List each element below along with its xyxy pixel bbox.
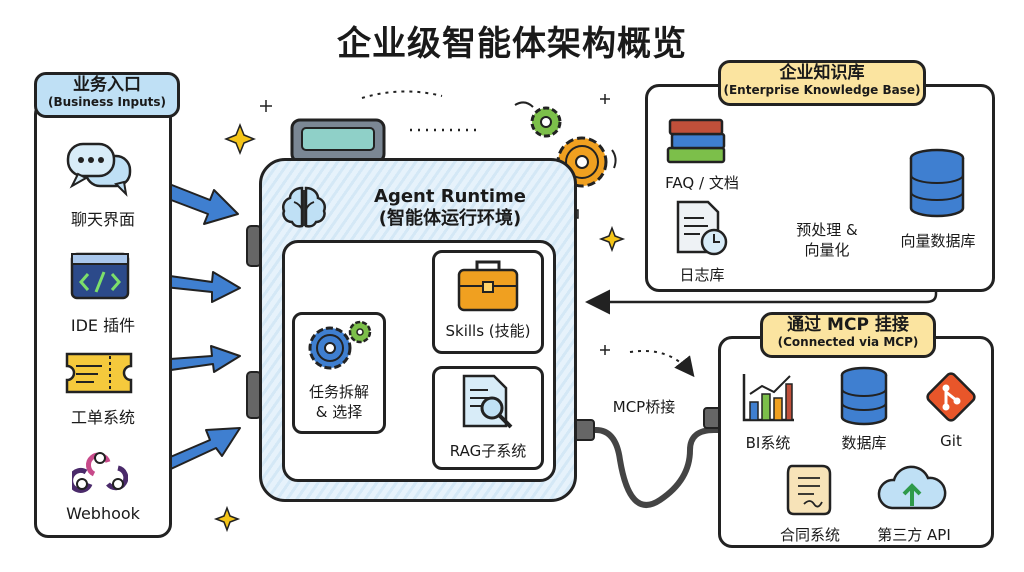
scroll-icon [786,464,832,516]
brain-icon [282,186,326,228]
ticket-icon [65,352,133,394]
mcp-item-contract: 合同系统 [779,526,840,544]
mcp-item-git: Git [940,432,962,450]
business-inputs-title: 业务入口 [73,75,141,95]
task-label-line2: & 选择 [315,403,363,421]
input-label-webhook: Webhook [66,504,140,523]
faq-docs-label: FAQ / 文档 [665,174,739,192]
chat-bubbles-icon [66,142,132,197]
mcp-bridge-label: MCP桥接 [612,398,676,416]
runtime-title: Agent Runtime [374,186,526,207]
document-search-icon [462,374,513,429]
git-icon [926,372,976,422]
vector-db-label: 向量数据库 [900,232,976,250]
skills-card [432,250,544,354]
preprocess-label: 预处理 & 向量化 [772,220,882,260]
knowledge-base-subtitle: (Enterprise Knowledge Base) [723,83,921,97]
database-icon [840,366,888,426]
page-title: 企业级智能体架构概览 [337,24,687,64]
knowledge-base-title: 企业知识库 [779,63,865,83]
mcp-item-third-party-api: 第三方 API [877,526,951,544]
log-store-label: 日志库 [679,266,725,284]
log-file-icon [676,200,728,256]
cloud-upload-icon [877,465,947,510]
task-label-line1: 任务拆解 [308,383,369,401]
vector-database-icon [909,148,965,218]
input-label-ticket: 工单系统 [70,408,135,427]
preprocess-line2: 向量化 [804,241,850,259]
rag-label: RAG子系统 [449,442,527,460]
business-inputs-subtitle: (Business Inputs) [47,95,167,109]
mcp-item-bi: BI系统 [745,434,791,452]
webhook-icon [72,452,128,493]
mcp-title: 通过 MCP 挂接 [787,315,909,335]
books-icon [666,118,726,164]
toolbox-icon [457,260,519,312]
preprocess-line1: 预处理 & [796,221,858,239]
mcp-subtitle: (Connected via MCP) [777,335,919,349]
business-inputs-header: 业务入口 (Business Inputs) [34,72,180,118]
knowledge-base-header: 企业知识库 (Enterprise Knowledge Base) [718,60,926,106]
runtime-title-block: Agent Runtime (智能体运行环境) [340,186,560,230]
gears-icon [308,320,372,370]
input-label-chat: 聊天界面 [70,210,135,229]
bar-chart-icon [742,374,794,422]
mcp-item-database: 数据库 [841,434,887,452]
task-decomposition-label: 任务拆解 & 选择 [292,382,386,422]
input-label-ide: IDE 插件 [70,316,136,335]
skills-label: Skills (技能) [445,322,531,340]
sparkle-icon [213,122,626,533]
runtime-subtitle: (智能体运行环境) [378,208,522,229]
mcp-header: 通过 MCP 挂接 (Connected via MCP) [760,312,936,358]
code-window-icon [70,252,130,300]
input-arrows [149,177,241,475]
